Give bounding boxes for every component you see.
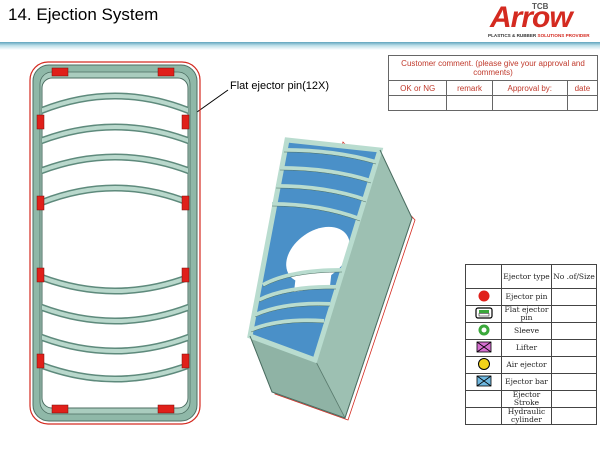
comment-input-date[interactable]	[566, 95, 599, 111]
legend-row: Air ejector	[465, 356, 597, 374]
air-ejector-icon	[477, 358, 490, 371]
legend-count-cell[interactable]	[551, 356, 597, 374]
page-title: 14. Ejection System	[8, 5, 159, 24]
legend-symbol-empty	[465, 390, 502, 408]
red-dot-icon	[478, 290, 489, 302]
legend-count-cell[interactable]	[551, 305, 597, 323]
ejector-bar-icon	[476, 375, 491, 387]
header-divider	[0, 42, 600, 50]
company-logo: Arrow TCB PLASTICS & RUBBER SOLUTIONS PR…	[486, 1, 598, 42]
legend-type: Air ejector	[501, 356, 552, 374]
legend-count-cell[interactable]	[551, 373, 597, 391]
flat-ejector-pins	[36, 67, 190, 414]
logo-brand: Arrow	[490, 1, 573, 34]
legend-count-cell[interactable]	[551, 288, 597, 306]
lifter-icon	[476, 341, 491, 353]
legend-type: Ejector Stroke	[501, 390, 552, 408]
legend-type: Ejector pin	[501, 288, 552, 306]
sleeve-icon	[478, 324, 489, 336]
flat-ejector-callout: Flat ejector pin(12X)	[230, 80, 330, 92]
flat-ejector-pin-icon	[474, 307, 493, 319]
legend-type: Hydraulic cylinder	[501, 407, 552, 425]
legend-header-symbol	[465, 264, 502, 289]
legend-type: Lifter	[501, 339, 552, 357]
legend-count-cell[interactable]	[551, 322, 597, 340]
isometric-part-view	[247, 137, 416, 421]
legend-row: Ejector Stroke	[465, 390, 597, 408]
ejector-legend-table: Ejector type No .of/Size Ejector pin Fla…	[465, 264, 597, 425]
legend-type: Ejector bar	[501, 373, 552, 391]
logo-tagline-main: PLASTICS & RUBBER	[488, 33, 537, 38]
logo-tcb: TCB	[532, 2, 549, 11]
legend-count-cell[interactable]	[551, 390, 597, 408]
legend-header-count: No .of/Size	[551, 264, 597, 289]
logo-tagline-accent: SOLUTIONS PROVIDER	[537, 33, 590, 38]
legend-row: Lifter	[465, 339, 597, 357]
legend-header-type: Ejector type	[501, 264, 552, 289]
legend-symbol-empty	[465, 407, 502, 425]
top-view-part	[29, 61, 201, 425]
customer-comment-box: Customer comment. (please give your appr…	[387, 54, 599, 111]
legend-type: Flat ejector pin	[501, 305, 552, 323]
legend-row: Flat ejector pin	[465, 305, 597, 323]
comment-input-remark[interactable]	[446, 95, 493, 111]
logo-tagline: PLASTICS & RUBBER SOLUTIONS PROVIDER	[488, 33, 590, 38]
legend-count-cell[interactable]	[551, 407, 597, 425]
legend-type: Sleeve	[501, 322, 552, 340]
isometric-ribs	[250, 148, 377, 332]
legend-row: Hydraulic cylinder	[465, 407, 597, 425]
legend-row: Ejector bar	[465, 373, 597, 391]
legend-row: Sleeve	[465, 322, 597, 340]
comment-box-heading: Customer comment. (please give your appr…	[388, 54, 598, 82]
legend-row: Ejector pin	[465, 288, 597, 306]
comment-input-ok-ng[interactable]	[387, 95, 448, 111]
legend-count-cell[interactable]	[551, 339, 597, 357]
